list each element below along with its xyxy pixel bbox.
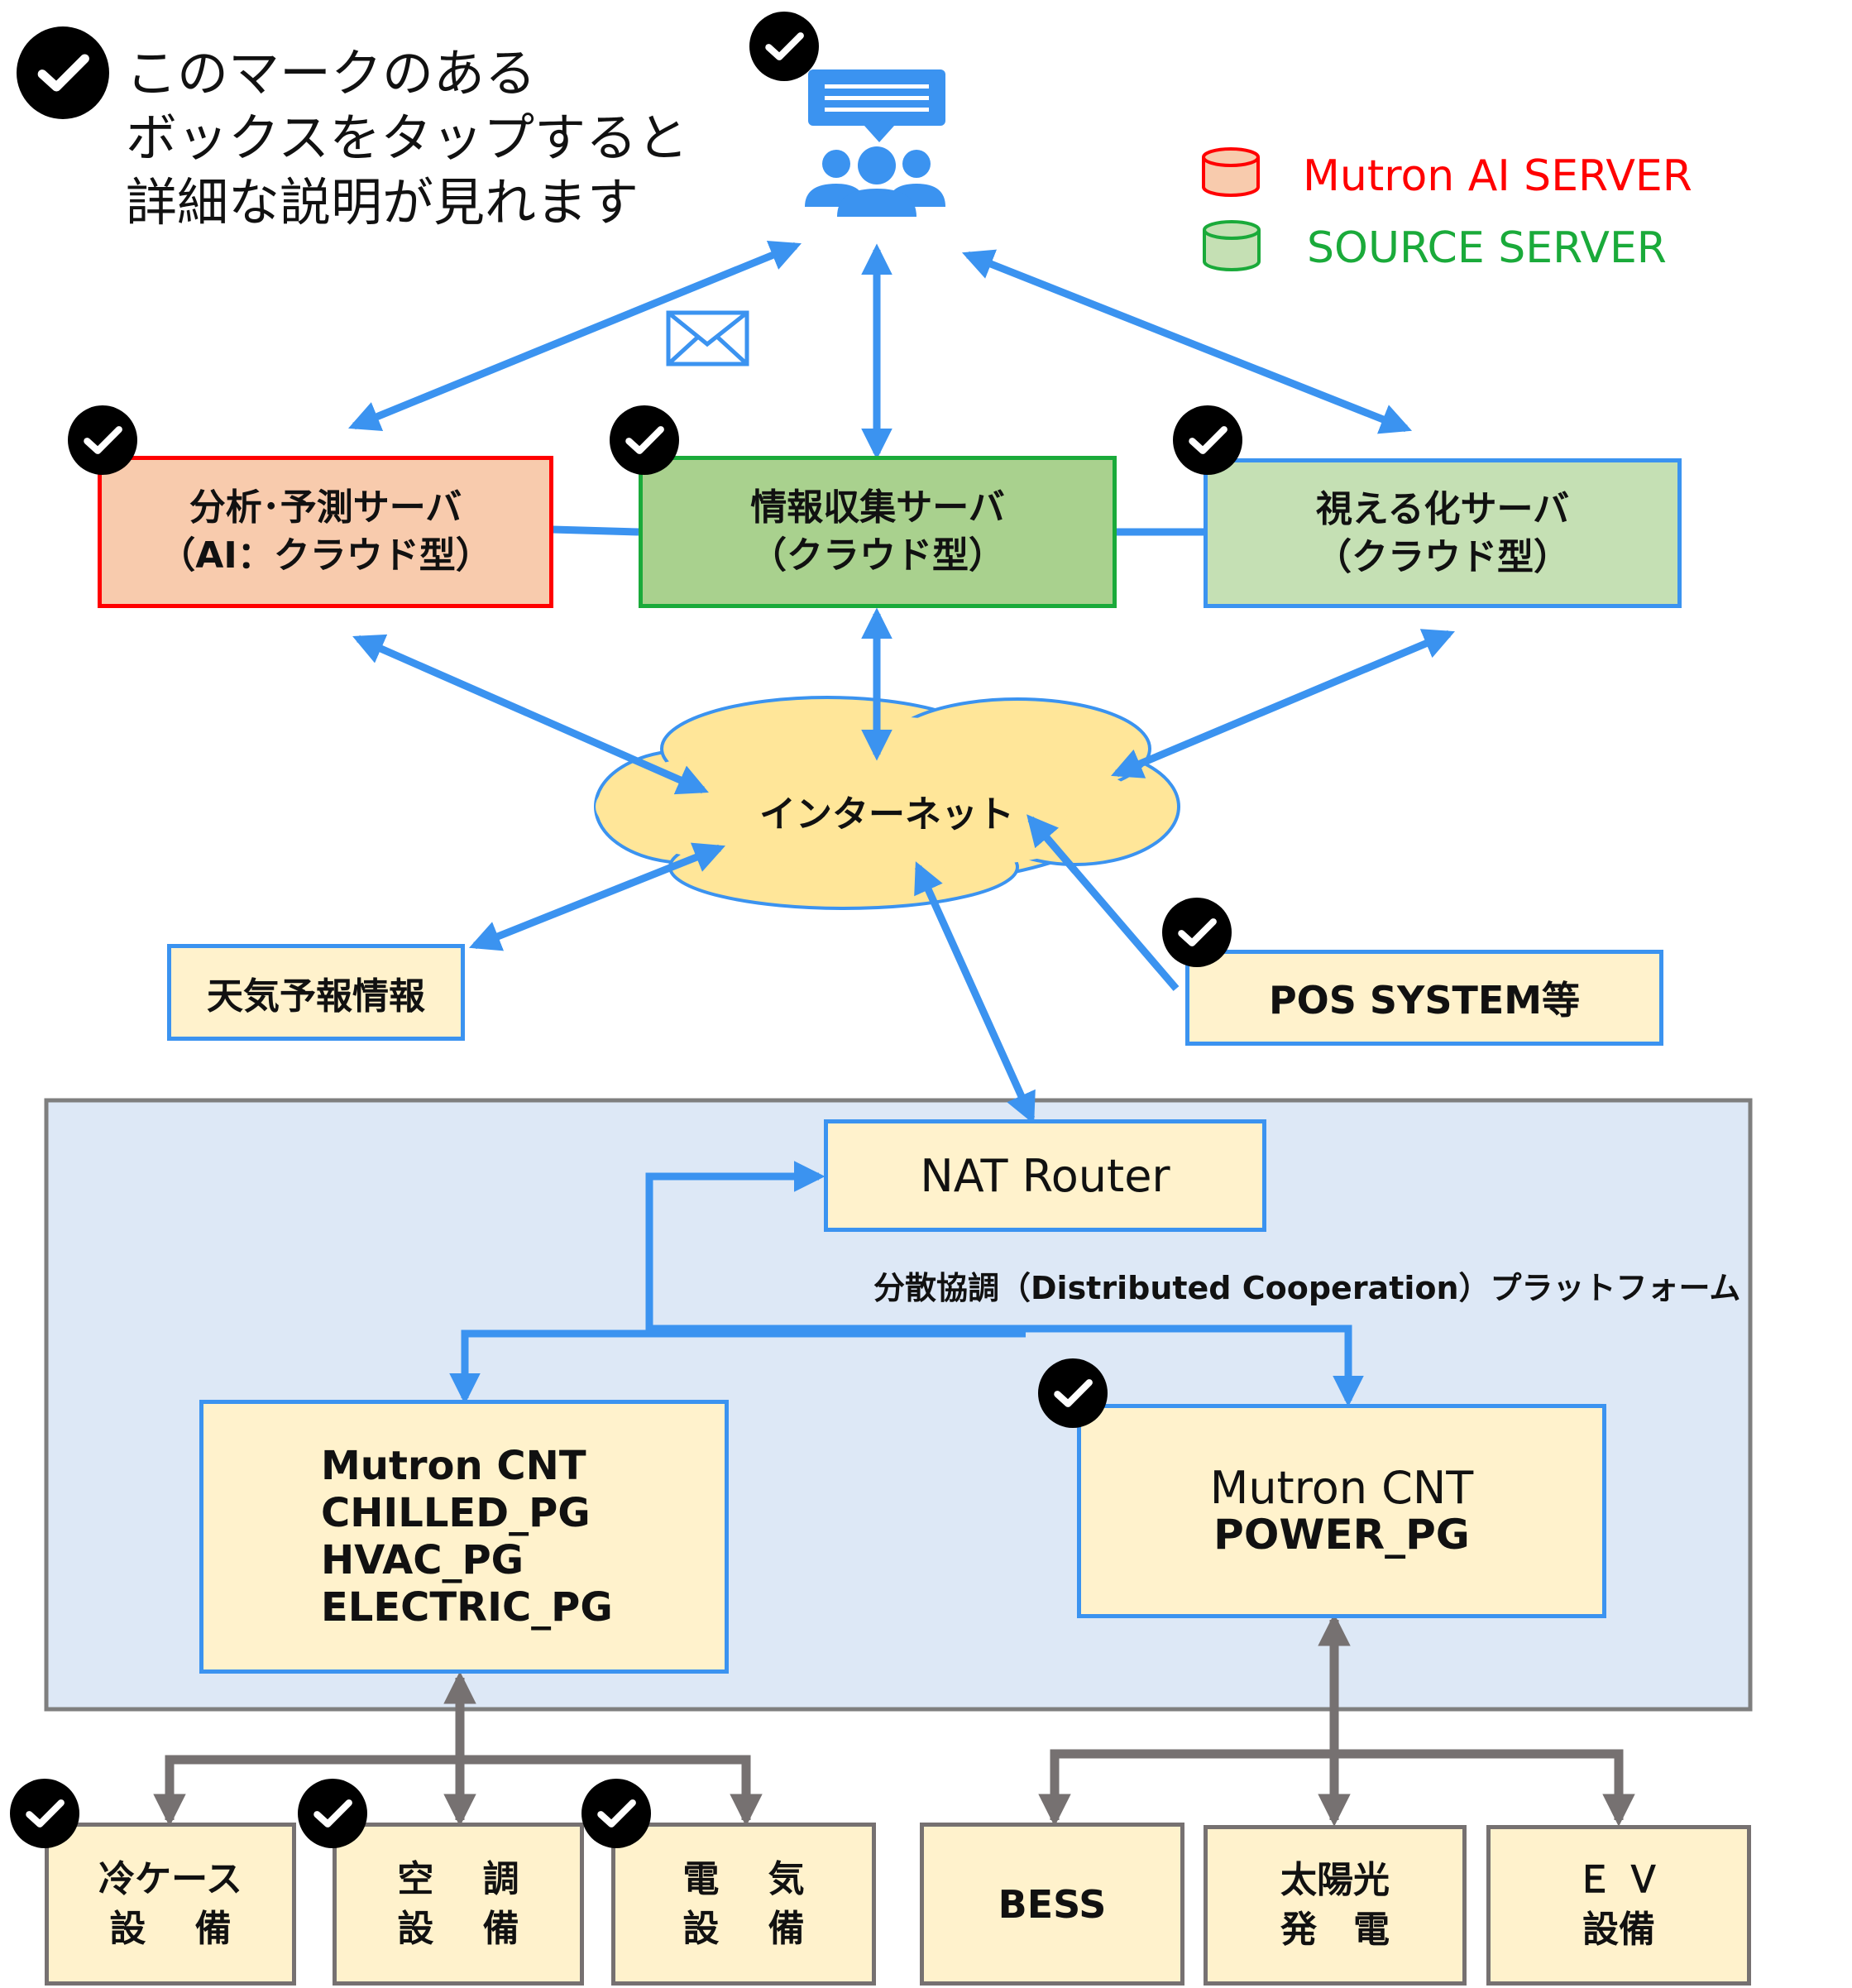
check-icon (1173, 405, 1242, 475)
denki-device-box[interactable]: 電 気 設 備 (611, 1823, 876, 1986)
visual-server-box[interactable]: 視える化サーバ （クラウド型） (1204, 458, 1682, 608)
box-label: 発 電 (1280, 1909, 1390, 1951)
arrow-analysis-internet (352, 634, 709, 795)
box-label: 太陽光 (1280, 1859, 1390, 1901)
box-label: （AI：クラウド型） (159, 534, 492, 577)
box-label: 分析･予測サーバ (189, 486, 462, 529)
line-router-platform (645, 1161, 826, 1334)
arrow-analysis-users (348, 240, 802, 432)
line-left-device-bus (153, 1755, 763, 1827)
box-label: Mutron CNT (1209, 1461, 1474, 1514)
box-label: POS SYSTEM等 (1268, 978, 1581, 1023)
box-label: 設 備 (397, 1907, 519, 1950)
database-icon (1203, 220, 1261, 271)
box-label: 空 調 (397, 1857, 519, 1900)
box-label: BESS (998, 1881, 1107, 1927)
box-label: CHILLED_PG (321, 1489, 591, 1536)
bess-device-box: BESS (920, 1823, 1184, 1986)
ev-device-box: Ｅ Ｖ 設備 (1486, 1825, 1751, 1986)
legend-ai-server: Mutron AI SERVER (1303, 151, 1692, 201)
line-right-device-bus (1038, 1749, 1635, 1827)
instruction-line: ボックスをタップすると (126, 108, 689, 168)
box-label: 視える化サーバ (1315, 487, 1570, 530)
mail-icon (666, 310, 749, 366)
reikase-device-box[interactable]: 冷ケース 設 備 (45, 1823, 296, 1986)
pos-system-box[interactable]: POS SYSTEM等 (1185, 950, 1663, 1046)
arrow-weather-internet (468, 842, 726, 951)
check-icon (749, 12, 819, 81)
solar-device-box: 太陽光 発 電 (1204, 1825, 1467, 1986)
line-platform-right (649, 1325, 1364, 1407)
box-label: HVAC_PG (321, 1536, 524, 1583)
instruction-text: このマークのある ボックスをタップすると 詳細な説明が見れます (126, 41, 688, 235)
check-icon (17, 26, 109, 119)
check-icon (68, 405, 137, 475)
box-label: 天気予報情報 (207, 975, 425, 1018)
arrow-visual-internet (1111, 629, 1455, 778)
check-icon (1038, 1358, 1108, 1428)
arrow-router-internet (914, 861, 1036, 1124)
legend-source-server: SOURCE SERVER (1307, 223, 1667, 273)
box-label: （クラウド型） (1315, 535, 1570, 578)
box-label: 設 備 (109, 1907, 232, 1950)
instruction-line: 詳細な説明が見れます (126, 172, 639, 232)
line-platform-left (449, 1329, 1026, 1405)
analysis-server-box[interactable]: 分析･予測サーバ （AI：クラウド型） (98, 456, 553, 608)
box-label: 情報収集サーバ (750, 486, 1005, 529)
line-analysis-collect (552, 525, 639, 536)
check-icon (10, 1779, 79, 1848)
database-icon (1202, 147, 1260, 197)
check-icon (581, 1779, 651, 1848)
box-label: 電 気 (682, 1857, 805, 1900)
arrow-visual-users (961, 249, 1413, 434)
box-label: Mutron CNT (321, 1442, 586, 1489)
box-label: POWER_PG (1213, 1510, 1470, 1559)
kucho-device-box[interactable]: 空 調 設 備 (333, 1823, 584, 1986)
arrow-pos-internet-head (1026, 814, 1079, 874)
box-label: ELECTRIC_PG (321, 1583, 613, 1631)
check-icon (298, 1779, 367, 1848)
box-label: 設 備 (682, 1907, 805, 1950)
platform-label: 分散協調（Distributed Cooperation）プラットフォーム (873, 1270, 1741, 1306)
instruction-line: このマークのある (126, 43, 537, 103)
nat-router-box: NAT Router (824, 1119, 1266, 1232)
weather-box: 天気予報情報 (167, 944, 465, 1041)
check-icon (1162, 898, 1232, 967)
box-label: Ｅ Ｖ (1576, 1859, 1662, 1901)
box-label: （クラウド型） (750, 534, 1005, 577)
check-icon (610, 405, 679, 475)
user-group-chat-icon (805, 69, 945, 217)
mutron-cnt-left-box: Mutron CNT CHILLED_PG HVAC_PG ELECTRIC_P… (199, 1400, 729, 1674)
mutron-cnt-right-box[interactable]: Mutron CNT POWER_PG (1077, 1404, 1606, 1618)
box-label: 冷ケース (98, 1857, 242, 1900)
collect-server-box[interactable]: 情報収集サーバ （クラウド型） (639, 456, 1117, 608)
internet-label: インターネット (759, 793, 1014, 836)
box-label: 設備 (1582, 1909, 1655, 1951)
box-label: NAT Router (920, 1149, 1170, 1202)
